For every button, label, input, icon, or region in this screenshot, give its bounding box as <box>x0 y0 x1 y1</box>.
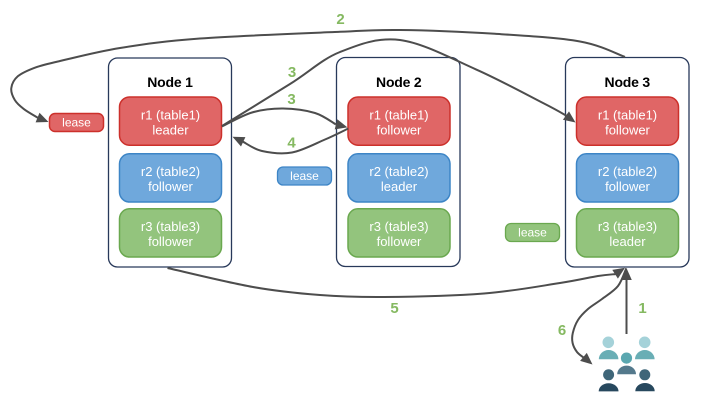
svg-text:2: 2 <box>336 11 344 28</box>
svg-text:lease: lease <box>290 169 319 183</box>
svg-text:follower: follower <box>605 179 650 194</box>
svg-text:r1 (table1): r1 (table1) <box>369 107 428 122</box>
svg-text:follower: follower <box>377 122 422 137</box>
svg-text:3: 3 <box>288 64 296 81</box>
svg-text:r3 (table3): r3 (table3) <box>369 219 428 234</box>
svg-text:4: 4 <box>287 135 296 152</box>
svg-text:1: 1 <box>638 300 646 317</box>
svg-text:5: 5 <box>390 300 398 317</box>
svg-text:Node 1: Node 1 <box>147 74 193 90</box>
svg-text:3: 3 <box>287 91 295 108</box>
svg-text:follower: follower <box>148 179 193 194</box>
svg-text:lease: lease <box>518 226 547 240</box>
svg-text:follower: follower <box>148 234 193 249</box>
svg-text:follower: follower <box>605 122 650 137</box>
svg-text:r1 (table1): r1 (table1) <box>598 107 657 122</box>
svg-text:r2 (table2): r2 (table2) <box>598 164 657 179</box>
svg-text:leader: leader <box>609 234 646 249</box>
svg-text:lease: lease <box>62 116 91 130</box>
svg-text:r2 (table2): r2 (table2) <box>141 164 200 179</box>
svg-text:leader: leader <box>381 179 418 194</box>
svg-text:Node 2: Node 2 <box>376 74 422 90</box>
svg-text:follower: follower <box>377 234 422 249</box>
svg-text:r1 (table1): r1 (table1) <box>141 107 200 122</box>
svg-text:r3 (table3): r3 (table3) <box>598 219 657 234</box>
svg-text:leader: leader <box>152 122 189 137</box>
svg-text:6: 6 <box>558 322 566 339</box>
svg-text:r3 (table3): r3 (table3) <box>141 219 200 234</box>
svg-text:Node 3: Node 3 <box>605 74 651 90</box>
svg-text:r2 (table2): r2 (table2) <box>369 164 428 179</box>
